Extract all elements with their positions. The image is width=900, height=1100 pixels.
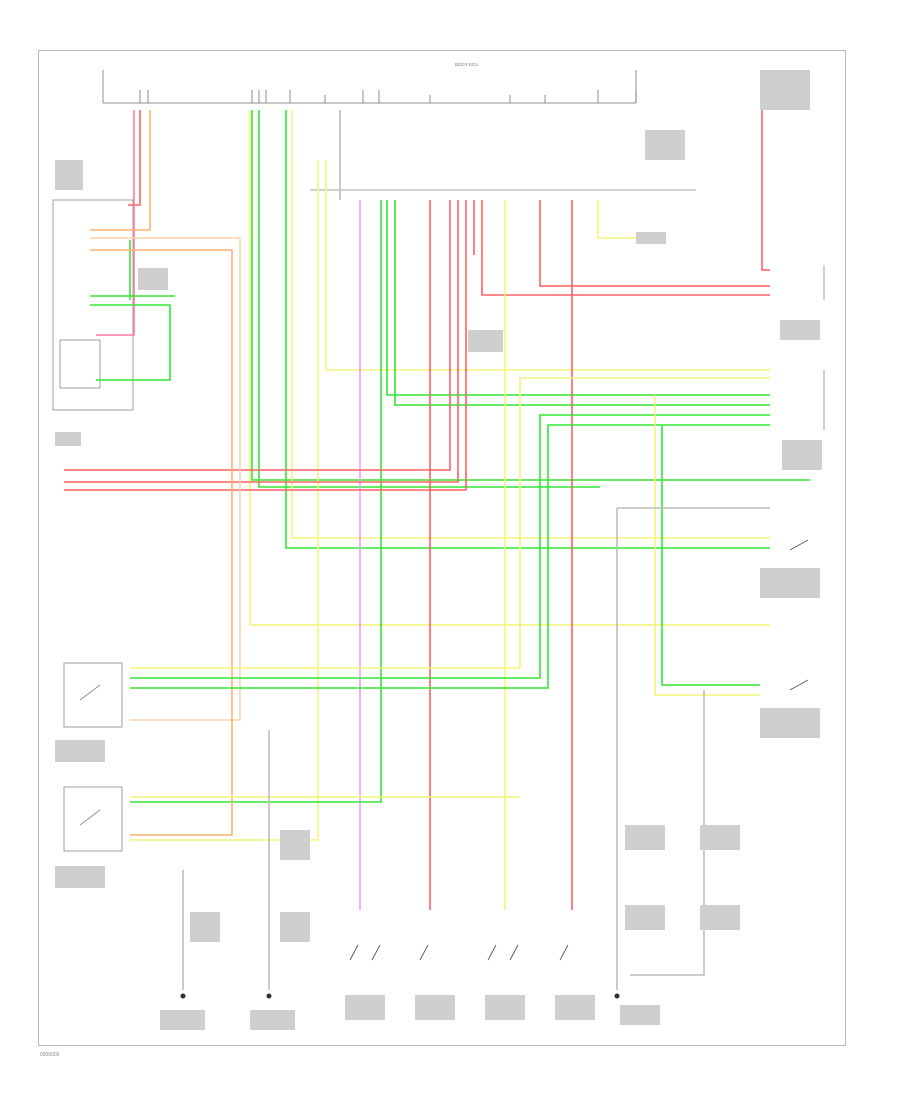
wire-green-13 (394, 200, 770, 406)
wire-green-12 (386, 200, 770, 396)
door-switches (349, 539, 809, 961)
wire-yellow-8 (130, 160, 319, 841)
wires-group (64, 110, 810, 990)
wire-green-4 (258, 110, 600, 488)
wire-yellow-9 (325, 160, 770, 371)
wire-green-11 (130, 200, 382, 803)
wire-yellow-5 (249, 110, 770, 626)
wire-green-35 (661, 425, 760, 686)
wire-pink-1 (96, 110, 135, 336)
wire-red-21 (539, 200, 770, 287)
figure-reference: 0000000 (40, 1052, 60, 1058)
wire-red-15 (64, 200, 451, 471)
wire-yellow-7 (291, 110, 770, 539)
wire-red-19 (481, 200, 770, 296)
wire-red-17 (64, 200, 467, 491)
wire-red-0 (128, 110, 141, 206)
component-label-blocks (55, 70, 822, 1030)
wire-green-6 (285, 110, 770, 549)
wire-green-32 (130, 424, 770, 689)
wire-red-16 (64, 200, 459, 483)
left-door-switch-box (63, 786, 123, 852)
body-ecu-bus (102, 70, 696, 191)
wire-light_orange-28 (90, 237, 241, 721)
diagram-frame (38, 50, 846, 1046)
wire-yellow-23 (597, 200, 640, 239)
wire-red-24 (761, 110, 770, 271)
wire-yellow-34 (654, 395, 760, 696)
wire-gray-39 (630, 690, 705, 976)
wire-green-3 (251, 110, 810, 481)
wire-orange-29 (90, 249, 233, 836)
ground-symbols (180, 993, 620, 999)
wire-orange-2 (90, 110, 151, 231)
bus-label: BODY ECU (455, 62, 478, 67)
bus-pins (139, 90, 637, 103)
wire-green-26 (90, 304, 171, 381)
wire-yellow-30 (130, 377, 770, 669)
front-passenger-door-switch-box (63, 662, 123, 728)
